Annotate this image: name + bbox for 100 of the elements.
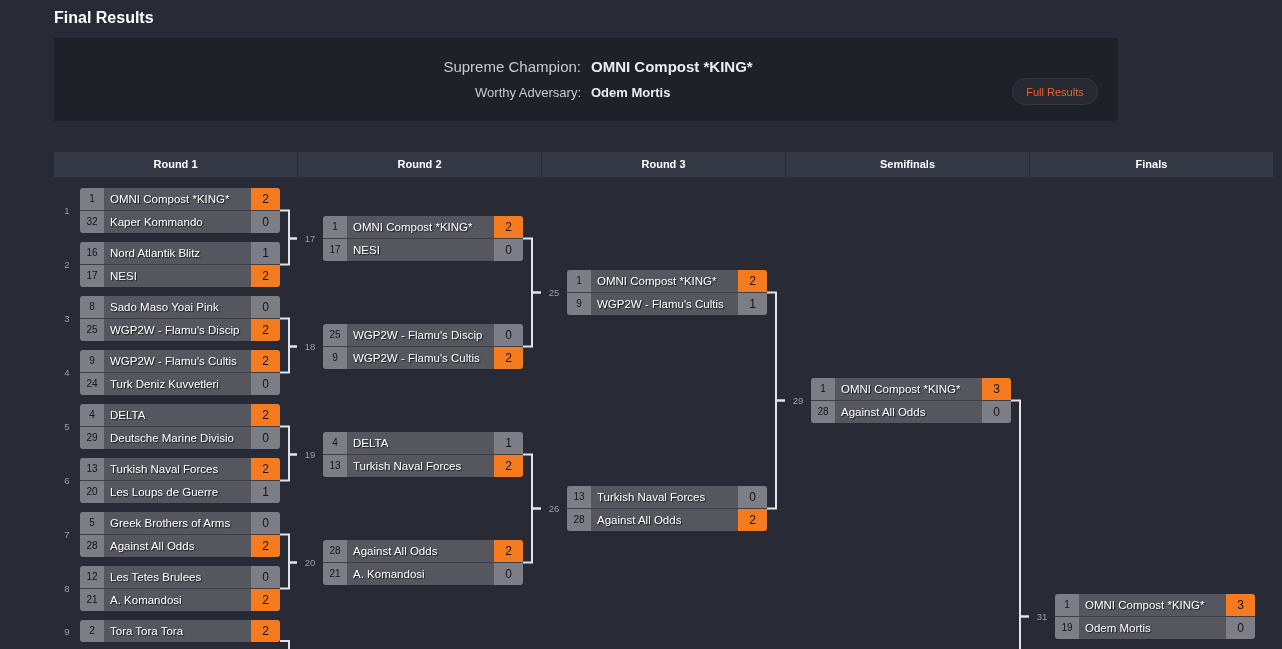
seed-number: 32 [80,211,104,233]
team-name: Les Tetes Brulees [104,566,251,588]
match-number: 17 [303,233,317,244]
match-number: 29 [791,395,805,406]
match-number: 9 [63,625,71,637]
seed-number: 1 [80,188,104,210]
winning-score: 2 [251,319,280,341]
seed-number: 17 [80,265,104,287]
seed-number: 29 [80,427,104,449]
score: 1 [738,293,767,315]
bracket-line [279,345,298,374]
team-name: WGP2W - Flamu's Cultis [347,347,494,369]
winning-score: 2 [251,188,280,210]
team-name: WGP2W - Flamu's Discip [104,319,251,341]
seed-number: 21 [323,563,347,585]
team-name: Against All Odds [104,535,251,557]
bracket-line [279,453,298,482]
column-heading: Finals [1030,152,1273,177]
match-number: 5 [63,421,71,432]
team-name: Turkish Naval Forces [591,486,738,508]
winning-score: 2 [251,535,280,557]
seed-number: 9 [567,293,591,315]
seed-number: 28 [811,401,835,423]
match-number: 26 [547,503,561,514]
team-name: OMNI Compost *KING* [1079,594,1226,616]
seed-number: 28 [80,535,104,557]
team-name: Kaper Kommando [104,211,251,233]
match-number: 8 [63,583,71,594]
field-label: Supreme Champion: [443,58,581,76]
score: 0 [251,512,280,534]
seed-number: 24 [80,373,104,395]
team-name: Greek Brothers of Arms [104,512,251,534]
full-results-button: Full Results [1012,78,1098,105]
winning-score: 2 [251,350,280,372]
winning-score: 2 [251,458,280,480]
bracket-line [279,237,298,266]
score: 1 [251,481,280,503]
bracket-line [1019,615,1030,649]
team-name: OMNI Compost *KING* [835,378,982,400]
winning-score: 2 [738,270,767,292]
page-title: Final Results [54,9,154,27]
seed-number: 16 [80,242,104,264]
score: 0 [494,563,523,585]
team-name: Sado Maso Yoai Pink [104,296,251,318]
winning-score: 2 [494,347,523,369]
winning-score: 2 [738,509,767,531]
team-name: WGP2W - Flamu's Cultis [591,293,738,315]
column-heading: Round 3 [542,152,785,177]
team-name: Turkish Naval Forces [347,455,494,477]
seed-number: 9 [323,347,347,369]
score: 0 [251,373,280,395]
winning-score: 2 [251,265,280,287]
score: 0 [1226,617,1255,639]
team-name: A. Komandosi [104,589,251,611]
seed-number: 12 [80,566,104,588]
score: 0 [494,239,523,261]
team-name: Odem Mortis [1079,617,1226,639]
match-number: 18 [303,341,317,352]
match-number: 1 [63,205,71,216]
field-label: Worthy Adversary: [475,85,581,101]
runner-up-name: Odem Mortis [591,85,671,101]
column-heading: Round 2 [298,152,541,177]
winning-score: 2 [494,455,523,477]
team-name: Nord Atlantik Blitz [104,242,251,264]
team-name: Against All Odds [347,540,494,562]
seed-number: 8 [80,296,104,318]
seed-number: 28 [323,540,347,562]
seed-number: 21 [80,589,104,611]
seed-number: 1 [323,216,347,238]
score: 0 [494,324,523,346]
bracket-line [522,291,542,348]
seed-number: 2 [80,620,104,642]
seed-number: 1 [1055,594,1079,616]
score: 1 [494,432,523,454]
team-name: WGP2W - Flamu's Discip [347,324,494,346]
bracket-line [766,399,786,510]
team-name: OMNI Compost *KING* [591,270,738,292]
score: 0 [738,486,767,508]
team-name: Against All Odds [591,509,738,531]
team-name: Deutsche Marine Divisio [104,427,251,449]
winning-score: 2 [494,216,523,238]
score: 0 [251,427,280,449]
match-number: 31 [1035,611,1049,622]
bracket-line [279,561,298,590]
winning-score: 2 [251,620,280,642]
seed-number: 20 [80,481,104,503]
winning-score: 2 [494,540,523,562]
match-number: 4 [63,367,71,378]
team-name: Les Loups de Guerre [104,481,251,503]
team-name: WGP2W - Flamu's Cultis [104,350,251,372]
seed-number: 13 [323,455,347,477]
winning-score: 2 [251,404,280,426]
team-name: Turkish Naval Forces [104,458,251,480]
team-name: DELTA [104,404,251,426]
bracket-line [279,640,290,649]
score: 0 [251,566,280,588]
team-name: Tora Tora Tora [104,620,251,642]
match-number: 19 [303,449,317,460]
seed-number: 28 [567,509,591,531]
seed-number: 5 [80,512,104,534]
